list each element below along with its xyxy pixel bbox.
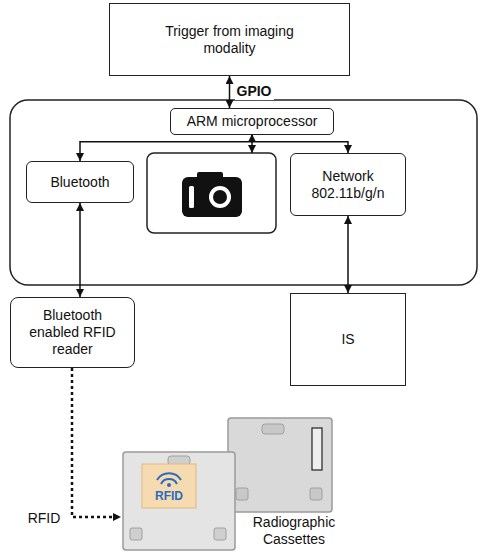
connector-arrow <box>347 216 349 293</box>
part-label: Radiographic Cassettes <box>238 514 350 548</box>
logo-text: RFID <box>142 489 196 503</box>
bluetooth-box: Bluetooth <box>26 161 134 203</box>
node-label: Trigger from imaging modality <box>155 23 305 57</box>
connector-arrow <box>80 135 252 161</box>
processor-box: ARM microprocessor <box>170 108 334 135</box>
node-label: Bluetooth enabled RFID reader <box>20 307 125 357</box>
connector-arrow <box>229 76 231 108</box>
cassette-front <box>123 452 235 550</box>
reader-box: Bluetooth enabled RFID reader <box>10 297 135 368</box>
network-box: Network 802.11b/g/n <box>290 153 406 216</box>
node-label: ARM microprocessor <box>187 113 318 130</box>
node-label: IS <box>341 331 354 348</box>
signal-label: RFID <box>22 510 66 527</box>
cassette-back <box>228 418 332 512</box>
is-box: IS <box>290 293 406 386</box>
connector-arrow <box>252 135 348 153</box>
camera-icon <box>182 172 242 217</box>
node-label: Bluetooth <box>50 174 109 191</box>
camera-box <box>147 153 276 233</box>
node-label: Network 802.11b/g/n <box>298 168 398 202</box>
signal-label: GPIO <box>235 83 274 100</box>
rfid-signal-arrow <box>72 368 121 517</box>
trigger-box: Trigger from imaging modality <box>109 3 350 76</box>
connector-arrow <box>79 203 81 297</box>
